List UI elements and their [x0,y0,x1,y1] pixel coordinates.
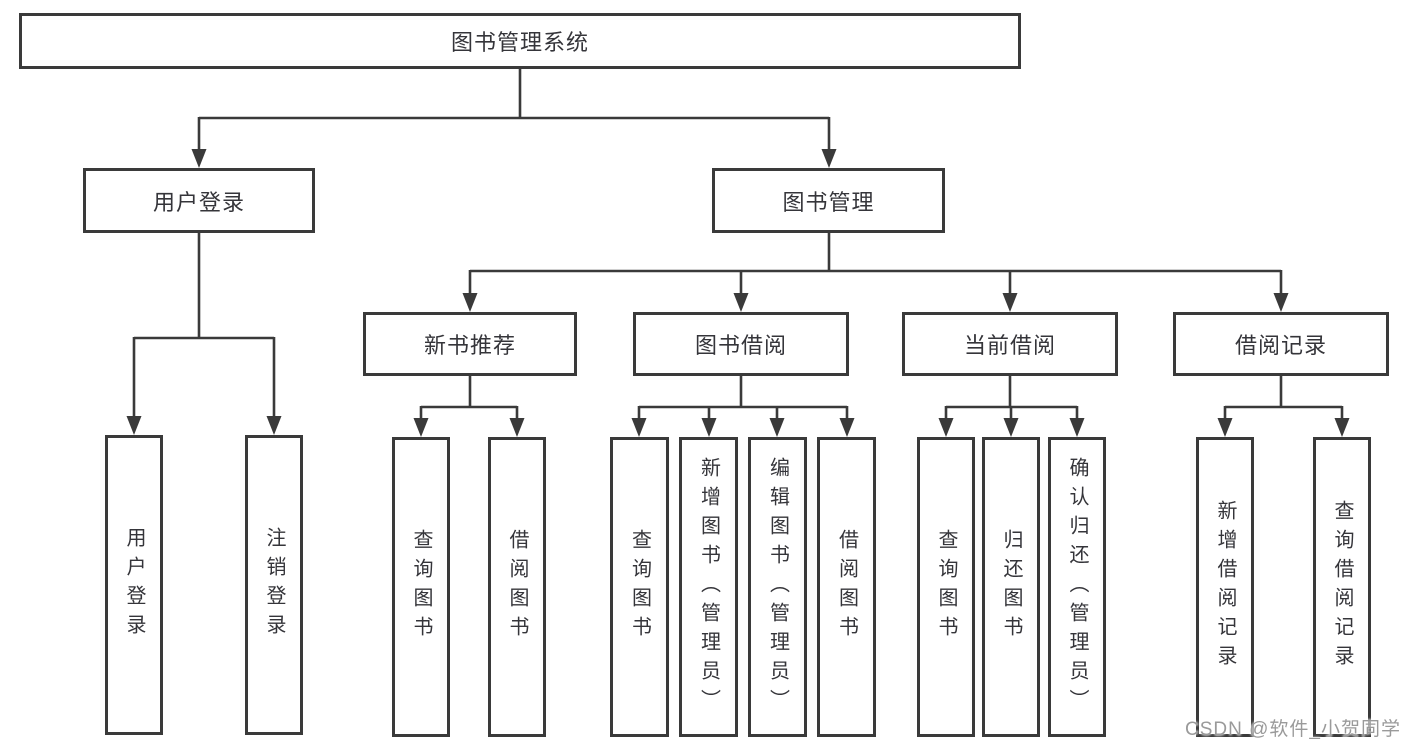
node-book-borrow: 图书借阅 [633,312,849,376]
node-user-login: 用户登录 [83,168,315,233]
leaf-borrow-books-recommend: 借阅图书 [488,437,546,737]
leaf-add-books-admin: 新增图书（管理员） [679,437,738,737]
edge-book-management-rail [468,233,1283,306]
node-new-book-recommend: 新书推荐 [363,312,577,376]
node-book-management: 图书管理 [712,168,945,233]
edge-new-book-recommend-rail [419,376,519,431]
edge-root-rail [197,69,831,162]
edge-book-borrow-rail [637,376,849,431]
leaf-edit-books-admin: 编辑图书（管理员） [748,437,807,737]
leaf-logout: 注销登录 [245,435,303,735]
leaf-add-borrow-record: 新增借阅记录 [1196,437,1254,737]
leaf-query-books-borrow: 查询图书 [610,437,669,737]
edge-borrow-record-rail [1223,376,1344,431]
node-root-system: 图书管理系统 [19,13,1021,69]
arrowheads [126,149,1350,437]
leaf-confirm-return-admin: 确认归还（管理员） [1048,437,1106,737]
node-borrow-record: 借阅记录 [1173,312,1389,376]
leaf-query-borrow-record: 查询借阅记录 [1313,437,1371,737]
leaf-return-books: 归还图书 [982,437,1040,737]
leaf-user-login: 用户登录 [105,435,163,735]
leaf-borrow-books: 借阅图书 [817,437,876,737]
edge-user-login-rail [132,233,276,429]
node-current-borrow: 当前借阅 [902,312,1118,376]
csdn-watermark: CSDN @软件_小贺同学 [1185,719,1401,740]
leaf-query-books-recommend: 查询图书 [392,437,450,737]
leaf-query-books-current: 查询图书 [917,437,975,737]
